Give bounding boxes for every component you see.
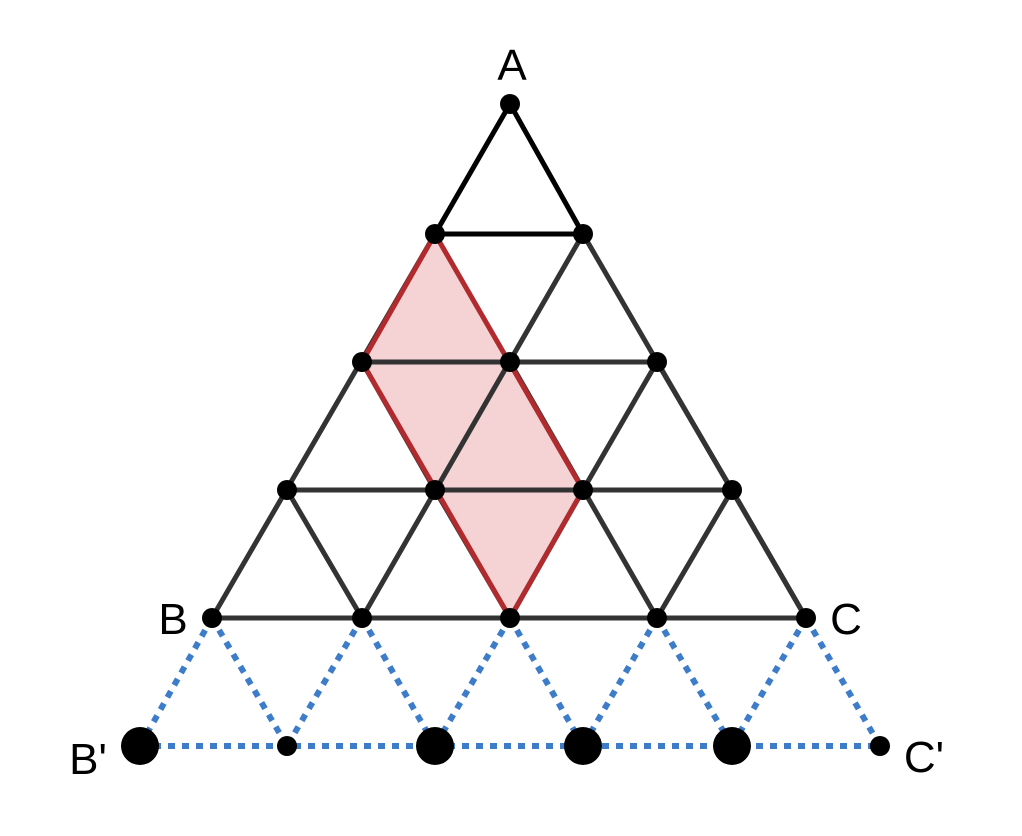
label-B-prime: B' bbox=[69, 735, 107, 784]
node bbox=[352, 352, 372, 372]
node-C bbox=[796, 608, 816, 628]
node bbox=[647, 352, 667, 372]
node bbox=[722, 480, 742, 500]
node bbox=[573, 480, 593, 500]
large-node-B-prime bbox=[121, 727, 159, 765]
diag-ur-2 bbox=[654, 487, 735, 621]
node bbox=[352, 608, 372, 628]
node bbox=[425, 224, 445, 244]
label-C-prime: C' bbox=[904, 733, 944, 782]
node bbox=[500, 608, 520, 628]
large-node bbox=[416, 727, 454, 765]
diag-dr-4 bbox=[654, 359, 735, 493]
node bbox=[425, 480, 445, 500]
node-B bbox=[202, 608, 222, 628]
diag-ur-3 bbox=[580, 359, 660, 493]
diag-dr-1 bbox=[284, 487, 365, 621]
diag-ur-1 bbox=[359, 231, 586, 621]
node-C-prime bbox=[870, 736, 890, 756]
node bbox=[277, 736, 297, 756]
nodes bbox=[121, 94, 890, 765]
label-C: C bbox=[830, 595, 862, 644]
diag-dr-5 bbox=[729, 487, 809, 621]
node bbox=[573, 224, 593, 244]
node-A bbox=[500, 94, 520, 114]
node bbox=[647, 608, 667, 628]
dotted-edges bbox=[137, 616, 883, 749]
label-A: A bbox=[497, 41, 527, 90]
large-node bbox=[564, 727, 602, 765]
top-triangle-edges bbox=[432, 101, 586, 237]
large-node bbox=[713, 727, 751, 765]
node bbox=[500, 352, 520, 372]
label-B: B bbox=[158, 595, 187, 644]
node bbox=[277, 480, 297, 500]
